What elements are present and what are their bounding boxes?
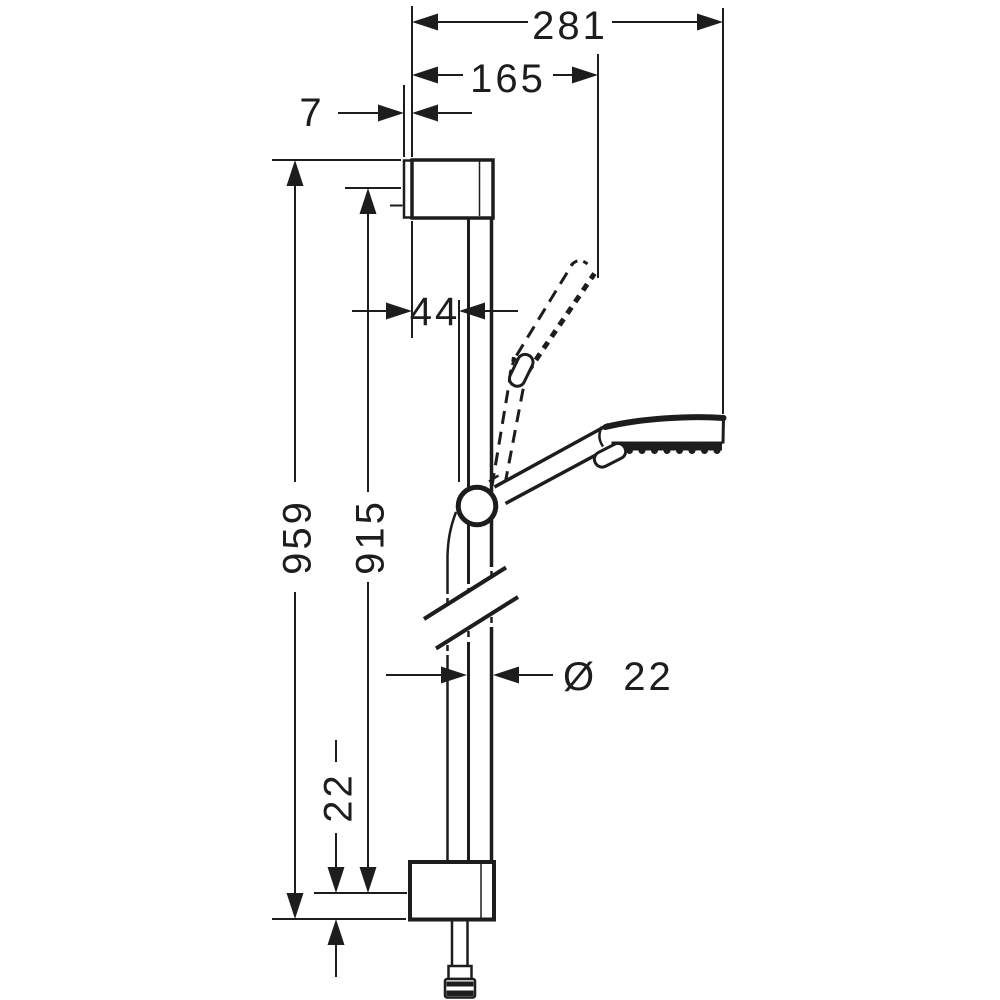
arrowhead-down-icon	[327, 867, 345, 893]
head-top-edge	[602, 414, 727, 430]
hang-ring	[592, 441, 628, 469]
dim-overall-height: 959	[276, 160, 320, 919]
alt-hang-ring	[507, 352, 535, 388]
dim-wall-plate-thickness: 7	[299, 91, 472, 135]
hose-curve	[446, 511, 458, 594]
alt-head-back-edge	[515, 262, 575, 357]
arrowhead-left-icon	[412, 66, 438, 84]
arrowhead-left-icon	[459, 302, 485, 320]
alt-spray-face	[525, 272, 597, 373]
dim-dia22-label: Ø 22	[563, 655, 674, 699]
dim-44-label: 44	[410, 290, 461, 334]
dim-7-label: 7	[299, 91, 324, 135]
head-front-edge	[721, 416, 725, 444]
dim-bar-diameter: Ø 22	[386, 655, 674, 699]
top-bracket-body	[410, 158, 495, 220]
dim-bar-length: 915	[349, 188, 393, 893]
dim-915-label: 915	[349, 499, 393, 575]
dim-bottom-end-offset: 22	[317, 740, 361, 977]
arrowhead-right-icon	[697, 13, 723, 31]
arrowhead-up-icon	[327, 919, 345, 945]
nozzle-bump	[701, 447, 708, 454]
slider-roller	[455, 484, 499, 528]
nut-band-lower	[446, 990, 474, 996]
nozzle-bump	[676, 447, 683, 454]
dim-alt-position-depth: 165	[412, 57, 598, 101]
slider-and-hand-shower	[455, 414, 727, 528]
arrowhead-right-icon	[378, 104, 404, 122]
arrowhead-up-icon	[286, 160, 304, 186]
nozzle-bump	[651, 447, 658, 454]
spray-nozzles	[613, 447, 721, 454]
arrowhead-right-icon	[386, 302, 412, 320]
dim-959-label: 959	[276, 499, 320, 575]
nozzle-bump	[638, 447, 646, 454]
arrowhead-up-icon	[359, 188, 377, 214]
arrowhead-left-icon	[412, 104, 438, 122]
dim-281-label: 281	[532, 4, 608, 48]
hose-flare	[447, 964, 473, 981]
nozzle-bump	[713, 447, 721, 454]
break-symbol	[422, 565, 520, 651]
hose-below-bracket	[450, 921, 469, 966]
dim-22-label: 22	[317, 772, 361, 823]
hand-shower-alt-position	[490, 259, 597, 487]
break-diagonal-lower	[434, 595, 520, 651]
arrowhead-down-icon	[359, 867, 377, 893]
clamp-notch	[488, 474, 500, 483]
top-bracket	[402, 158, 495, 220]
arrowhead-down-icon	[286, 893, 304, 919]
bottom-bracket-body	[408, 860, 496, 922]
dim-165-label: 165	[470, 57, 546, 101]
extension-lines	[272, 6, 724, 920]
handle-top-edge	[493, 422, 610, 489]
handle-head-cone-joint	[598, 425, 605, 448]
nozzle-bump	[663, 447, 671, 454]
arrowhead-left-icon	[412, 13, 438, 31]
handle-body	[497, 424, 614, 503]
dim-overall-depth: 281	[412, 4, 723, 48]
arrowhead-left-icon	[493, 666, 519, 684]
nozzle-bump	[688, 447, 696, 454]
alt-head-top-cap	[569, 259, 589, 267]
nozzle-bump	[626, 447, 633, 454]
break-diagonal-upper	[422, 565, 508, 621]
alt-joint-curve	[508, 357, 518, 382]
nut-band-upper	[446, 981, 474, 987]
break-dashes-upper	[446, 571, 493, 603]
arrowhead-right-icon	[572, 66, 598, 84]
arrowhead-right-icon	[441, 666, 467, 684]
bottom-bracket	[408, 860, 496, 999]
break-dashes-lower	[446, 617, 493, 651]
